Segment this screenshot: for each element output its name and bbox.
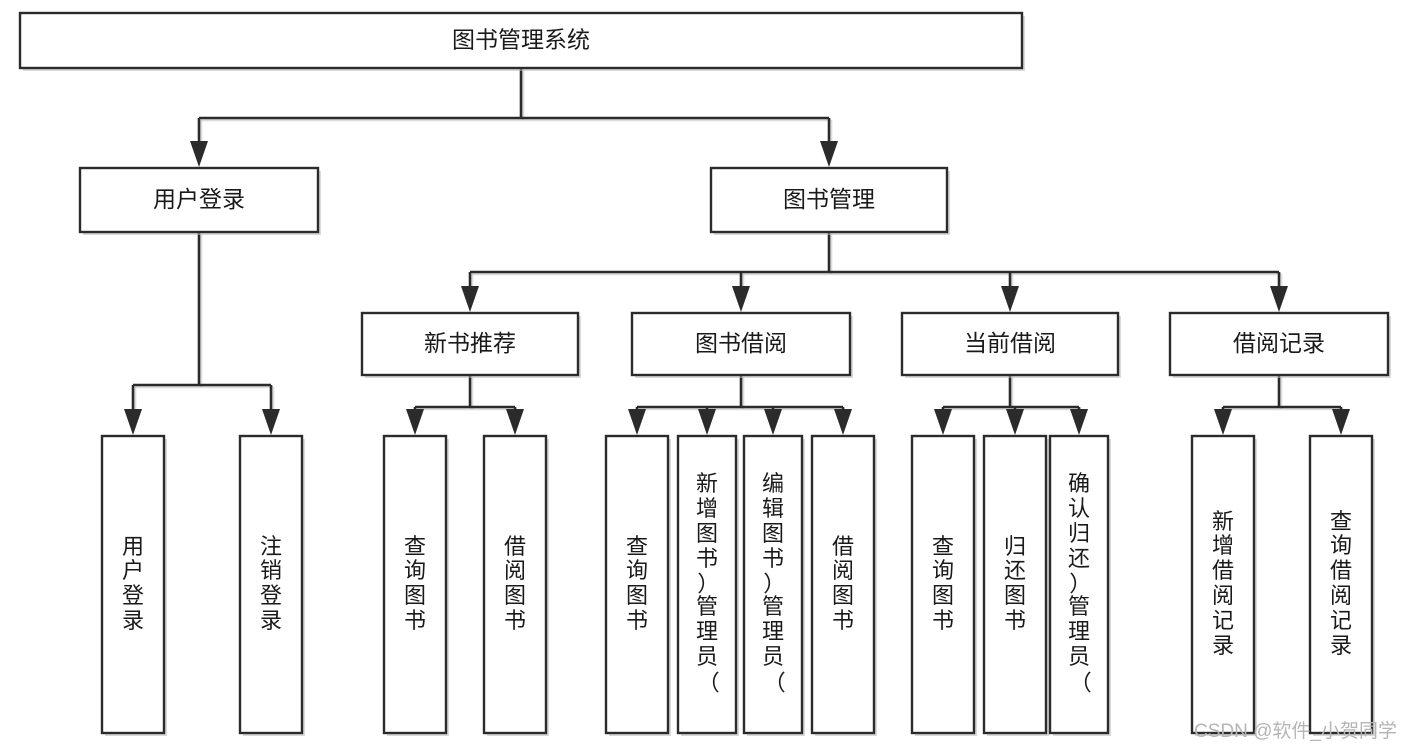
conn-book-manage-arrow-3 — [1270, 286, 1288, 312]
node-current-borrow-box[interactable] — [900, 311, 1120, 377]
conn-borrow-record-leaves-arrow-0 — [1214, 409, 1232, 435]
conn-book-borrow-leaves-arrow-1 — [698, 409, 716, 435]
node-borrow-record-label: 借阅记录 — [1233, 330, 1325, 356]
node-title-label: 图书管理系统 — [452, 27, 590, 53]
leaf-leaf-user-logout-box[interactable] — [238, 434, 304, 735]
node-borrow-record-box[interactable] — [1168, 311, 1390, 377]
leaf-leaf-query-book-box[interactable] — [604, 434, 670, 735]
conn-current-borrow-leaves-arrow-0 — [934, 409, 952, 435]
leaf-leaf-user-login-box[interactable] — [100, 434, 166, 735]
conn-user-login-leaves-arrow-1 — [262, 409, 280, 435]
leaf-leaf-return-book-box[interactable] — [982, 434, 1048, 735]
leaf-leaf-query-book-rec-box[interactable] — [382, 434, 448, 735]
conn-new-book-rec-leaves-arrow-0 — [406, 409, 424, 435]
conn-current-borrow-leaves-arrow-1 — [1006, 409, 1024, 435]
node-book-borrow-box[interactable] — [630, 311, 852, 377]
conn-book-borrow-leaves-arrow-0 — [628, 409, 646, 435]
leaf-leaf-borrow-book-rec-box[interactable] — [482, 434, 548, 735]
conn-book-borrow-leaves-arrow-2 — [764, 409, 782, 435]
node-new-book-rec-label: 新书推荐 — [424, 330, 516, 356]
node-current-borrow-label: 当前借阅 — [964, 330, 1056, 356]
conn-book-manage-arrow-2 — [1001, 286, 1019, 312]
leaf-leaf-edit-book-admin-box[interactable] — [742, 434, 804, 735]
leaf-leaf-borrow-book-box[interactable] — [810, 434, 876, 735]
leaf-leaf-query-book-cur-box[interactable] — [910, 434, 976, 735]
leaf-leaf-add-borrow-record-box[interactable] — [1190, 434, 1256, 735]
node-new-book-rec-box[interactable] — [360, 311, 580, 377]
node-book-borrow-label: 图书借阅 — [695, 330, 787, 356]
leaf-leaf-confirm-return-admin-box[interactable] — [1048, 434, 1110, 735]
conn-new-book-rec-leaves-arrow-1 — [506, 409, 524, 435]
conn-borrow-record-leaves-arrow-1 — [1332, 409, 1350, 435]
conn-book-manage-arrow-0 — [461, 286, 479, 312]
node-user-login-box[interactable] — [78, 166, 320, 234]
leaf-leaf-query-borrow-record-box[interactable] — [1308, 434, 1374, 735]
node-book-manage-box[interactable] — [709, 166, 949, 234]
node-book-manage-label: 图书管理 — [783, 186, 875, 212]
conn-book-borrow-leaves-arrow-3 — [834, 409, 852, 435]
nodes-layer — [18, 11, 1391, 736]
conn-root-arrow-1 — [820, 141, 838, 167]
leaf-leaf-add-book-admin-box[interactable] — [676, 434, 738, 735]
node-title-box[interactable] — [18, 11, 1024, 70]
conn-root-arrow-0 — [190, 141, 208, 167]
node-user-login-label: 用户登录 — [153, 186, 245, 212]
conn-book-manage-arrow-1 — [732, 286, 750, 312]
conn-current-borrow-leaves-arrow-2 — [1070, 409, 1088, 435]
connectors-layer — [124, 68, 1350, 435]
conn-user-login-leaves-arrow-0 — [124, 409, 142, 435]
